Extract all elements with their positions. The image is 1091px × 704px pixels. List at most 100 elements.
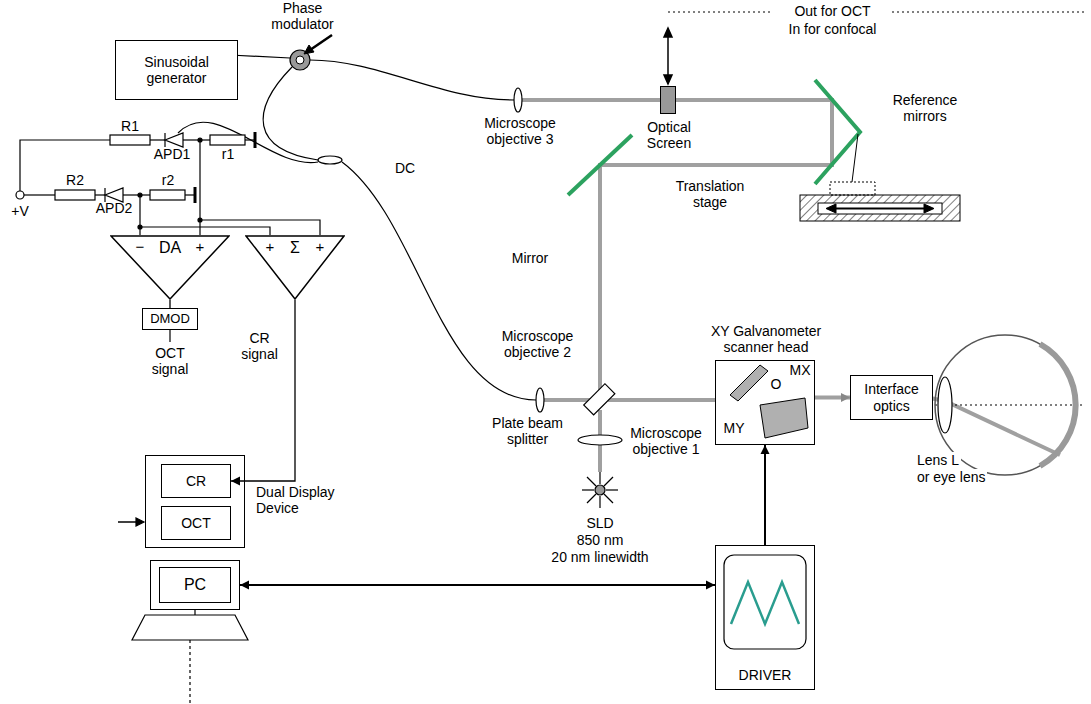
part-label: OCT signal <box>140 345 200 377</box>
reference-mirrors <box>815 80 860 184</box>
part-label: 850 nm <box>540 532 660 548</box>
phase-modulator <box>290 35 342 164</box>
interface-optics-box: Interface optics <box>850 375 933 420</box>
sld-source <box>599 472 600 484</box>
node-label: Σ <box>290 239 300 257</box>
connector <box>815 393 850 402</box>
display-panel: CR <box>161 464 231 498</box>
node-label: Sinusoidal generator <box>116 54 237 86</box>
triangle-outline <box>111 236 229 299</box>
pin-sign: + <box>194 238 206 255</box>
pin-sign: + <box>264 238 276 255</box>
detector-circuit <box>183 139 210 140</box>
node-heading: Optical Screen <box>633 119 705 151</box>
translation-stage <box>800 195 960 221</box>
arrowhead <box>706 581 715 590</box>
part-label: r2 <box>155 172 181 188</box>
node-heading: Dual Display Device <box>256 484 336 516</box>
sld-source <box>595 485 605 495</box>
part-label: DC <box>392 160 418 176</box>
part-label: Translation stage <box>665 178 755 210</box>
optical-fibers <box>230 55 290 58</box>
detector-circuit <box>194 187 197 203</box>
connector <box>761 445 770 545</box>
part-label: MX <box>786 362 814 378</box>
generator-box: Sinusoidal generator <box>115 40 238 100</box>
optical-fibers <box>342 162 536 400</box>
phase-modulator <box>296 56 304 64</box>
detector-circuit <box>105 188 123 202</box>
node-label: DMOD <box>150 312 190 327</box>
phase-modulator <box>304 45 314 54</box>
detector-circuit <box>110 135 150 145</box>
connector-line <box>240 584 715 586</box>
lenses <box>536 388 544 412</box>
part-label: Reference mirrors <box>880 92 970 124</box>
sld-source <box>582 489 594 490</box>
demodulator-box: DMOD <box>142 308 198 330</box>
part-label: APD1 <box>150 146 194 162</box>
connector <box>170 300 171 308</box>
part-label: Microscope objective 2 <box>490 328 585 360</box>
signal-label: CR signal <box>232 330 287 362</box>
sld-source <box>604 494 613 503</box>
part-label: APD2 <box>93 200 135 216</box>
detector-circuit <box>254 132 257 148</box>
optical-fibers <box>263 67 318 160</box>
detector-circuit <box>138 193 142 197</box>
optical-fibers <box>178 122 318 162</box>
light-beams <box>544 398 592 402</box>
arrowhead <box>841 393 850 402</box>
translation-stage <box>924 204 934 213</box>
pc-peripherals <box>136 518 144 526</box>
part-label: Plate beam splitter <box>480 415 575 447</box>
arrowhead <box>761 445 770 454</box>
screen-motion <box>667 34 669 78</box>
screen-motion <box>664 12 1085 84</box>
detector-circuit <box>169 330 170 342</box>
light-beams <box>598 445 602 472</box>
detector-circuit <box>55 190 95 200</box>
part-label: SLD <box>540 515 660 531</box>
detector-circuit <box>150 139 165 140</box>
part-label: +V <box>4 203 36 219</box>
screen-motion <box>892 12 1085 13</box>
part-label: Mirror <box>502 250 558 266</box>
node-label: PC <box>184 576 206 594</box>
detector-circuit <box>210 135 245 145</box>
connector <box>231 300 295 486</box>
connector <box>240 581 715 590</box>
light-beams <box>598 410 602 435</box>
amplifier-triangle: DA <box>110 235 230 300</box>
screen-motion <box>664 28 672 37</box>
lenses <box>514 88 522 112</box>
arrowhead <box>231 477 240 486</box>
sld-source <box>587 494 596 503</box>
detector-circuit <box>150 190 185 200</box>
beam-splitter <box>584 384 615 415</box>
sld-source <box>606 489 618 490</box>
part-label: Microscope objective 3 <box>470 115 570 147</box>
part-label: Phase modulator <box>255 0 350 32</box>
node-label: DA <box>159 239 181 257</box>
part-label: or eye lens <box>915 469 987 485</box>
sld-source <box>587 477 596 486</box>
detector-circuit <box>138 225 142 229</box>
beam-splitter <box>584 384 615 415</box>
scanner-mirrors <box>730 365 768 401</box>
translation-stage <box>818 203 942 214</box>
node-heading: XY Galvanometer scanner head <box>706 323 826 355</box>
scanner-mirrors <box>760 398 808 438</box>
part-label: Out for OCT <box>775 3 890 19</box>
part-label: r1 <box>216 146 240 162</box>
optical-screen: Optical Screen <box>660 86 676 114</box>
pc-peripherals <box>118 521 138 523</box>
sld-source <box>604 477 613 486</box>
lenses <box>938 377 952 433</box>
part-label: MY <box>720 420 748 436</box>
lenses <box>514 88 952 445</box>
screen-motion <box>664 75 672 84</box>
part-label: In for confocal <box>775 21 890 37</box>
waveform-screen <box>724 555 806 649</box>
detector-circuit <box>165 133 183 147</box>
